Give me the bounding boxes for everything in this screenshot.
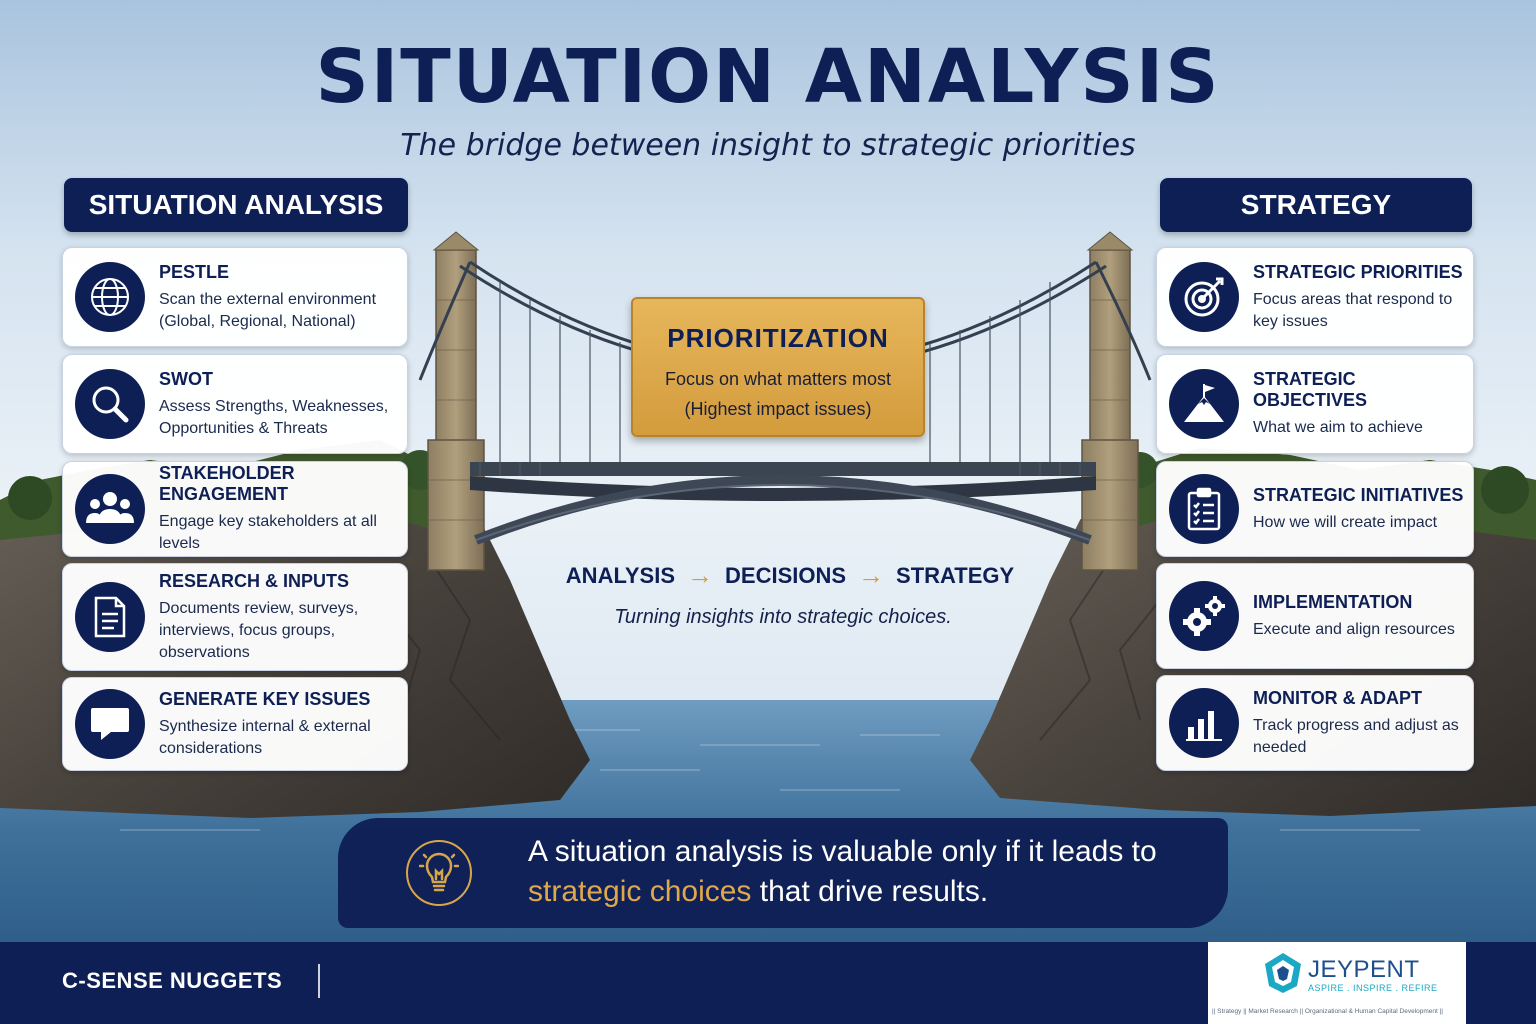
people-icon <box>75 474 145 544</box>
card-description: Engage key stakeholders at all levels <box>159 513 377 552</box>
banner-text-post: that drive results. <box>759 875 989 908</box>
card-research-inputs: RESEARCH & INPUTS Documents review, surv… <box>62 563 408 671</box>
card-strategic-objectives: STRATEGIC OBJECTIVES What we aim to achi… <box>1156 354 1474 454</box>
prioritization-title: PRIORITIZATION <box>667 323 889 353</box>
card-description: Documents review, surveys, interviews, f… <box>159 599 359 661</box>
card-description: Focus areas that respond to key issues <box>1253 290 1453 330</box>
bar-chart-icon <box>1169 688 1239 758</box>
footer-divider <box>318 964 320 998</box>
mountain-flag-icon <box>1169 369 1239 439</box>
prioritization-sign: PRIORITIZATION Focus on what matters mos… <box>631 297 925 437</box>
banner-text-pre: A situation analysis is valuable only if… <box>528 835 1157 868</box>
card-description: Scan the external environment (Global, R… <box>159 290 377 330</box>
arrow-right-icon: → <box>687 560 714 590</box>
page-title: SITUATION ANALYSIS <box>315 34 1221 120</box>
card-title: STAKEHOLDER ENGAGEMENT <box>159 463 295 504</box>
flow-caption: Turning insights into strategic choices. <box>614 606 952 628</box>
card-title: STRATEGIC INITIATIVES <box>1253 484 1464 505</box>
prioritization-line-1: Focus on what matters most <box>664 369 892 389</box>
key-message-banner: A situation analysis is valuable only if… <box>338 818 1228 928</box>
card-description: Track progress and adjust as needed <box>1253 716 1459 756</box>
card-title: STRATEGIC PRIORITIES <box>1253 261 1463 282</box>
clipboard-icon <box>1169 474 1239 544</box>
card-strategic-initiatives: STRATEGIC INITIATIVES How we will create… <box>1156 461 1474 557</box>
card-swot: SWOT Assess Strengths, Weaknesses, Oppor… <box>62 354 408 454</box>
document-icon <box>75 582 145 652</box>
card-title: RESEARCH & INPUTS <box>159 570 350 591</box>
card-description: How we will create impact <box>1253 513 1438 531</box>
card-generate-key-issues: GENERATE KEY ISSUES Synthesize internal … <box>62 677 408 771</box>
magnifier-icon <box>75 369 145 439</box>
card-title: MONITOR & ADAPT <box>1253 687 1422 708</box>
target-icon <box>1169 262 1239 332</box>
right-tower <box>1081 231 1139 571</box>
logo-services: || Strategy || Market Research || Organi… <box>1212 1008 1443 1015</box>
card-title: SWOT <box>159 368 213 389</box>
jeypent-logo: JEYPENT ASPIRE . INSPIRE . REFIRE || Str… <box>1208 942 1466 1024</box>
analysis-flow: ANALYSIS → DECISIONS → STRATEGY <box>560 560 1020 591</box>
speech-bubble-icon <box>75 689 145 759</box>
gears-icon <box>1169 581 1239 651</box>
card-implementation: IMPLEMENTATION Execute and align resourc… <box>1156 563 1474 669</box>
strategy-header: STRATEGY <box>1160 178 1472 232</box>
card-title: STRATEGIC OBJECTIVES <box>1253 369 1368 410</box>
globe-icon <box>75 262 145 332</box>
logo-name: JEYPENT <box>1308 956 1420 983</box>
suspender-cables <box>499 282 1051 462</box>
prioritization-line-2: (Highest impact issues) <box>684 399 872 419</box>
card-monitor-adapt: MONITOR & ADAPT Track progress and adjus… <box>1156 675 1474 771</box>
left-tower <box>427 231 485 571</box>
page-subtitle: The bridge between insight to strategic … <box>400 128 1136 163</box>
card-description: What we aim to achieve <box>1253 419 1423 436</box>
flow-step-analysis: ANALYSIS <box>565 562 676 588</box>
flow-step-decisions: DECISIONS <box>725 562 847 588</box>
card-pestle: PESTLE Scan the external environment (Gl… <box>62 247 408 347</box>
banner-highlight: strategic choices <box>528 875 752 908</box>
card-strategic-priorities: STRATEGIC PRIORITIES Focus areas that re… <box>1156 247 1474 347</box>
card-description: Synthesize internal & external considera… <box>159 717 371 757</box>
card-description: Execute and align resources <box>1253 620 1455 638</box>
footer-brand: C-SENSE NUGGETS <box>62 968 283 993</box>
bridge-deck <box>470 462 1096 545</box>
card-stakeholder-engagement: STAKEHOLDER ENGAGEMENT Engage key stakeh… <box>62 461 408 557</box>
logo-tagline: ASPIRE . INSPIRE . REFIRE <box>1308 983 1438 993</box>
jeypent-logo-mark-icon <box>1265 953 1301 993</box>
card-title: IMPLEMENTATION <box>1253 591 1413 612</box>
card-description: Assess Strengths, Weaknesses, Opportunit… <box>159 397 389 437</box>
lightbulb-icon <box>406 840 472 906</box>
arrow-right-icon: → <box>858 560 885 590</box>
card-title: GENERATE KEY ISSUES <box>159 688 371 709</box>
flow-step-strategy: STRATEGY <box>896 562 1015 588</box>
situation-analysis-header: SITUATION ANALYSIS <box>64 178 408 232</box>
card-title: PESTLE <box>159 261 230 282</box>
